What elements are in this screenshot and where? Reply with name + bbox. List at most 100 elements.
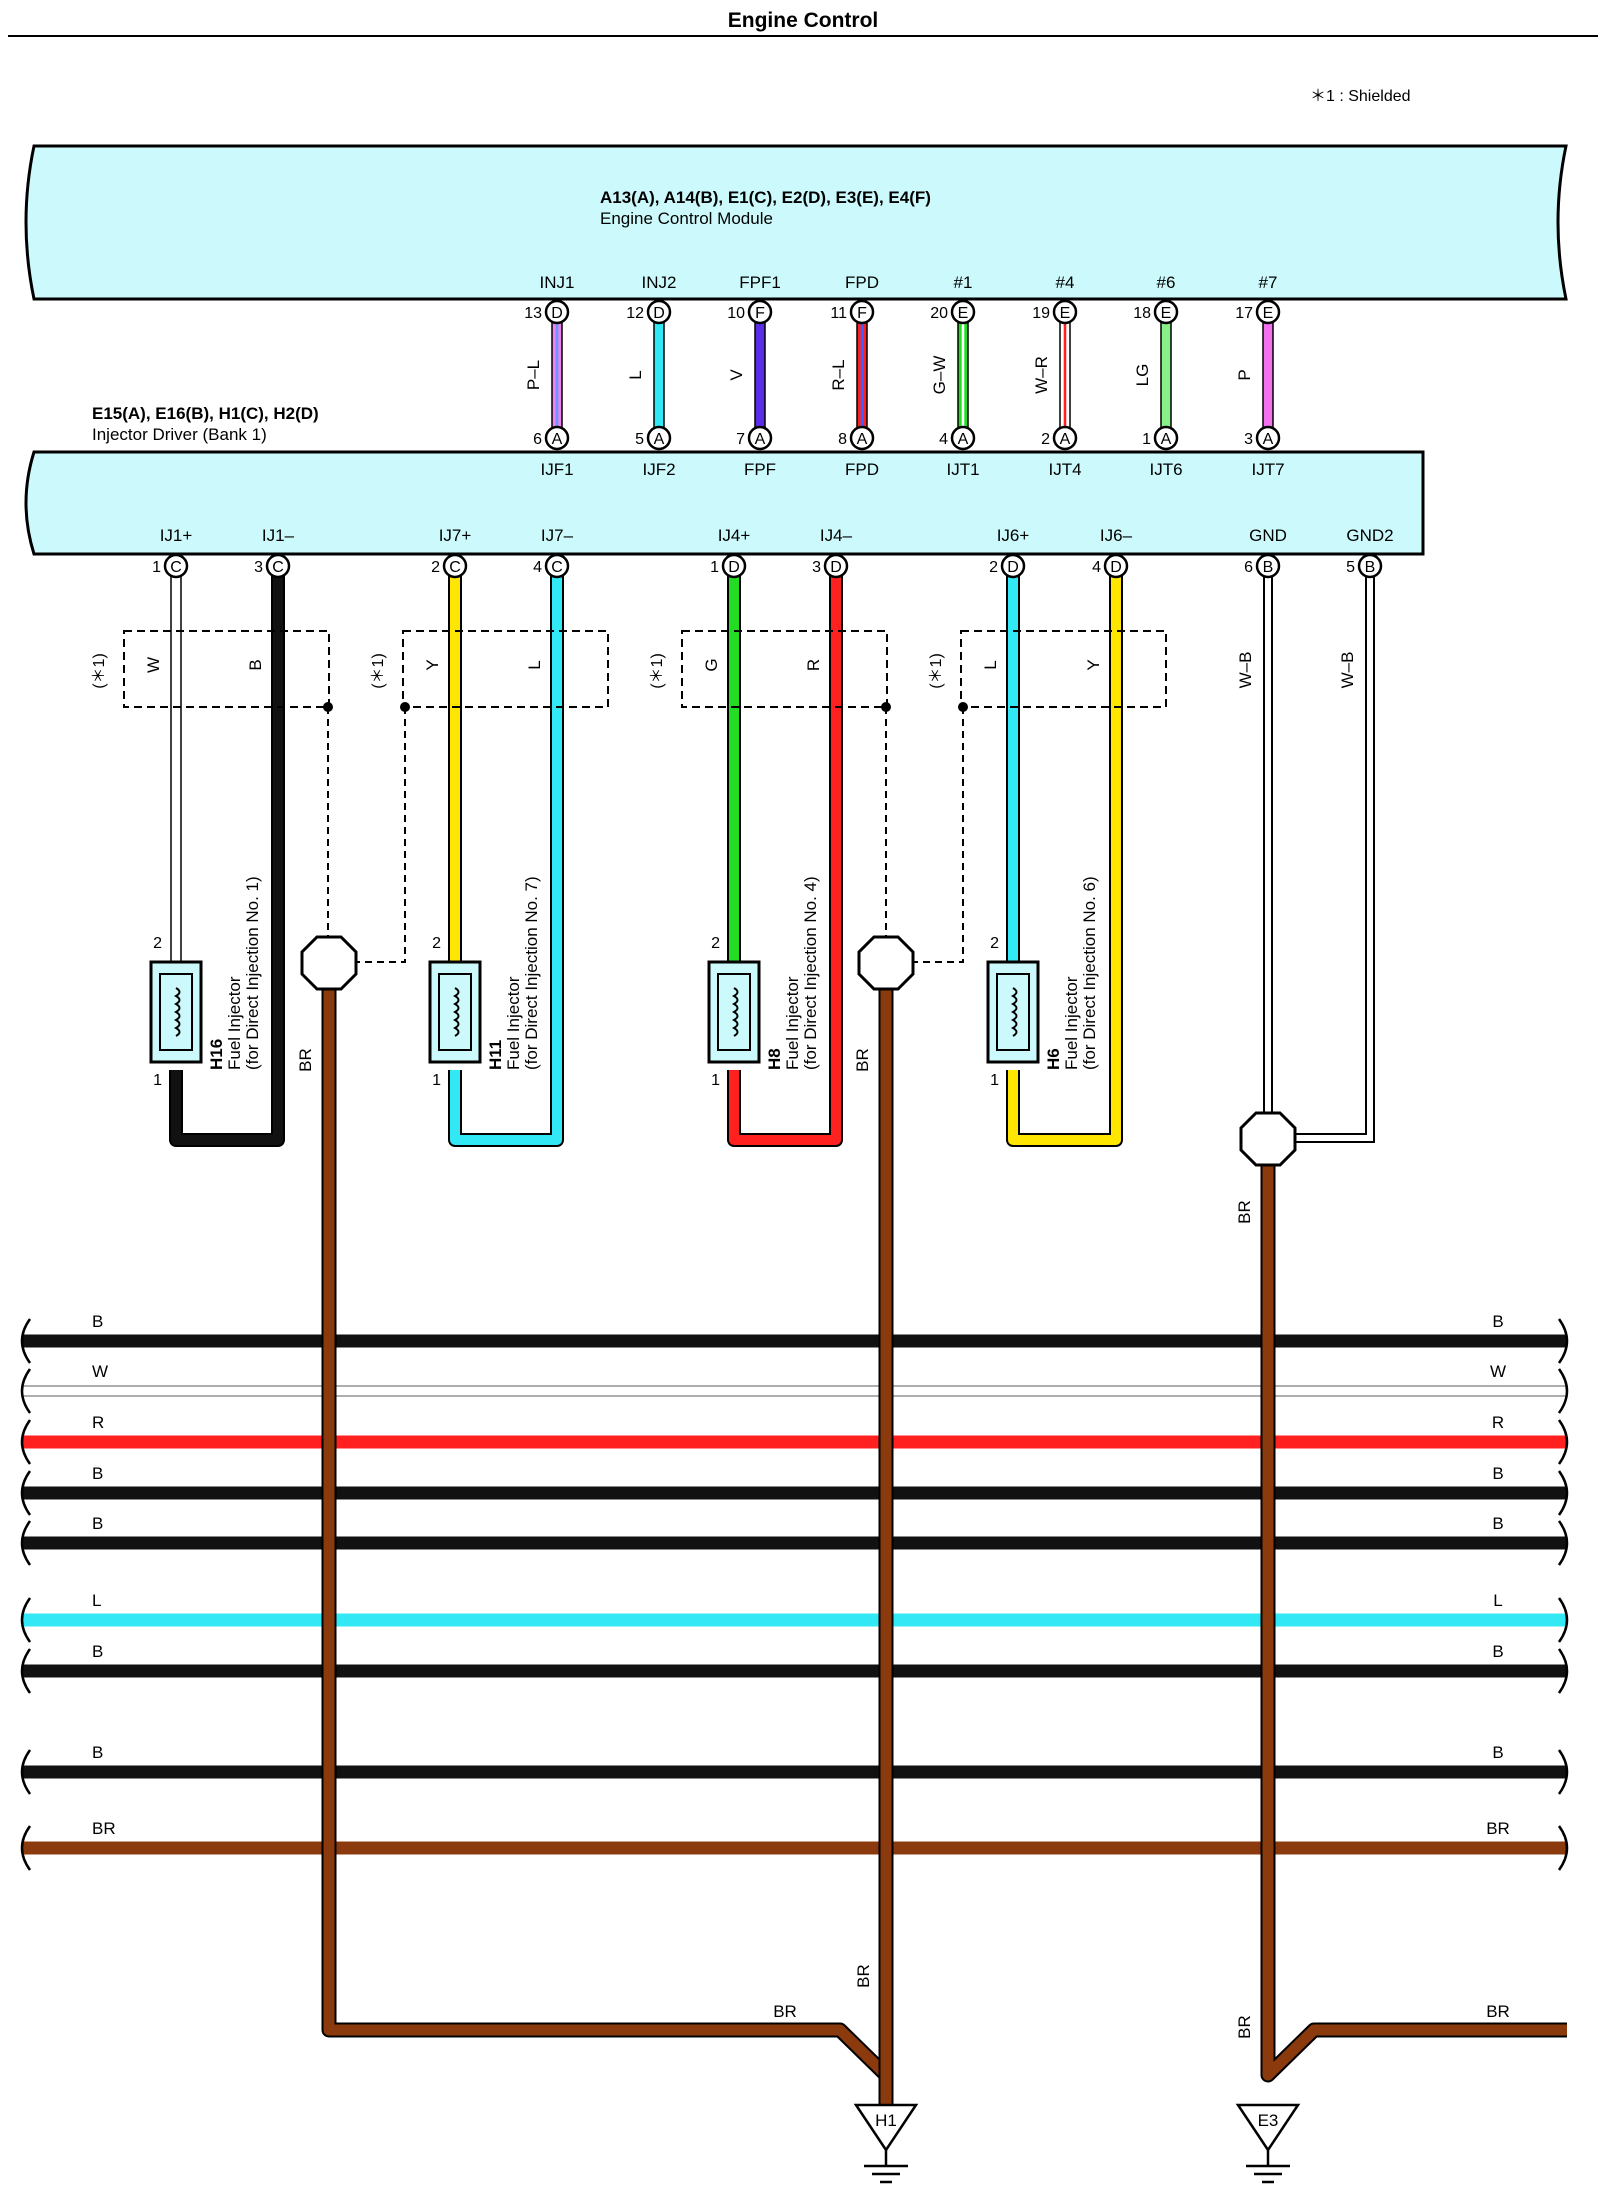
injector-minus-color-label: R bbox=[804, 659, 823, 671]
shield-drain-line bbox=[885, 707, 914, 963]
bus-label-right: B bbox=[1492, 1642, 1503, 1661]
driver-top-pin-number: 8 bbox=[838, 431, 847, 448]
driver-bottom-terminal-label: IJ7– bbox=[541, 526, 574, 545]
shield-mark: (＊1) bbox=[370, 653, 387, 689]
driver-terminal-label: IJT4 bbox=[1048, 460, 1081, 479]
ecm-top-pin-number: 11 bbox=[830, 305, 847, 322]
bus-label-left: W bbox=[92, 1362, 108, 1381]
driver-bottom-pin-connector: C bbox=[170, 559, 182, 576]
ecm-top-pin-number: 18 bbox=[1133, 305, 1151, 322]
driver-terminal-label: IJF2 bbox=[642, 460, 675, 479]
injector-plus-color-label: W bbox=[144, 657, 163, 673]
ecm-wire-4-stripe bbox=[961, 311, 965, 438]
injector-minus-color-label: Y bbox=[1084, 659, 1103, 670]
bus-break-right bbox=[1557, 1318, 1569, 1364]
splice-point bbox=[1239, 1111, 1297, 1167]
gnd-wire-color-label: W–B bbox=[1338, 652, 1357, 689]
driver-top-pin-number: 1 bbox=[1142, 431, 1151, 448]
driver-top-pin-connector: A bbox=[552, 431, 563, 448]
shield-drain-line bbox=[858, 707, 964, 963]
shield-junction-dot bbox=[958, 702, 968, 712]
injector-pin-bottom: 1 bbox=[711, 1072, 720, 1089]
ecm-wire-6 bbox=[1160, 310, 1172, 439]
bus-label-right: B bbox=[1492, 1514, 1503, 1533]
ecm-wire-1 bbox=[653, 310, 665, 439]
driver-top-pin-number: 7 bbox=[736, 431, 745, 448]
driver-terminal-label: FPD bbox=[845, 460, 879, 479]
driver-top-pin-connector: A bbox=[755, 431, 766, 448]
bus-break-right bbox=[1557, 1470, 1569, 1516]
driver-bottom-pin-connector: C bbox=[272, 559, 284, 576]
injector-subtitle: (for Direct Injection No. 7) bbox=[522, 876, 541, 1070]
ecm-top-pin-circle bbox=[1255, 299, 1281, 325]
shield-box bbox=[681, 630, 888, 708]
bus-break-left bbox=[20, 1368, 32, 1414]
driver-terminal-label: IJT7 bbox=[1251, 460, 1284, 479]
shield-mark: (＊1) bbox=[91, 653, 108, 689]
ecm-top-pin-connector: D bbox=[653, 305, 665, 322]
driver-bottom-pin-connector: D bbox=[1110, 559, 1122, 576]
gnd-wire-color-label: W–B bbox=[1236, 652, 1255, 689]
driver-top-pin-number: 3 bbox=[1244, 431, 1253, 448]
br-drain-wire bbox=[323, 962, 890, 2079]
bus-wire bbox=[21, 1385, 1568, 1397]
ecm-top-pin-connector: D bbox=[551, 305, 563, 322]
ecm-wire-color-label: R–L bbox=[829, 359, 848, 390]
bus-label-left: BR bbox=[92, 1819, 116, 1838]
ecm-wire-color-label: P–L bbox=[524, 360, 543, 390]
shield-drain-line bbox=[301, 707, 406, 963]
bus-break-right bbox=[1557, 1749, 1569, 1795]
ecm-wire-color-label: L bbox=[626, 370, 645, 379]
injector-plus-color-label: L bbox=[981, 660, 1000, 669]
injector-name: Fuel Injector bbox=[504, 976, 523, 1070]
coil-icon bbox=[452, 987, 460, 1037]
ecm-wire-color-label: LG bbox=[1133, 364, 1152, 387]
ecm-top-pin-circle bbox=[1052, 299, 1078, 325]
ecm-top-pin-number: 12 bbox=[626, 305, 644, 322]
ecm-connectors: A13(A), A14(B), E1(C), E2(D), E3(E), E4(… bbox=[600, 188, 931, 207]
injector-inner bbox=[159, 973, 193, 1051]
driver-top-pin-number: 6 bbox=[533, 431, 542, 448]
ecm-top-pin-number: 20 bbox=[930, 305, 948, 322]
injector-plus-color-label: G bbox=[702, 658, 721, 671]
driver-top-pin-circle bbox=[646, 425, 672, 451]
ground-label: E3 bbox=[1258, 2111, 1279, 2130]
br-wire-label: BR bbox=[853, 1048, 872, 1072]
injector-name: Fuel Injector bbox=[225, 976, 244, 1070]
driver-bottom-pin-number: 4 bbox=[1092, 559, 1101, 576]
gnd2-wire bbox=[1295, 566, 1373, 1141]
ecm-top-pin-connector: E bbox=[958, 305, 969, 322]
driver-top-pin-circle bbox=[849, 425, 875, 451]
bus-label-right: W bbox=[1490, 1362, 1506, 1381]
bus-label-right: B bbox=[1492, 1464, 1503, 1483]
bus-wire bbox=[22, 1613, 1567, 1627]
driver-bottom-pin-circle bbox=[1357, 553, 1383, 579]
bus-break-right bbox=[1557, 1520, 1569, 1566]
driver-bottom-terminal-label: IJ4+ bbox=[718, 526, 751, 545]
injector-minus-color-label: B bbox=[246, 659, 265, 670]
driver-top-pin-number: 4 bbox=[939, 431, 948, 448]
injector-pin-top: 2 bbox=[153, 935, 162, 952]
injector-code: H11 bbox=[486, 1040, 505, 1070]
bus-break-left bbox=[20, 1419, 32, 1465]
driver-bottom-pin-connector: D bbox=[830, 559, 842, 576]
ground-triangle bbox=[853, 2103, 919, 2153]
driver-bottom-pin-connector: C bbox=[449, 559, 461, 576]
injector-name: Fuel Injector bbox=[1062, 976, 1081, 1070]
driver-bottom-pin-number: 2 bbox=[989, 559, 998, 576]
shield-note: ＊1 : Shielded bbox=[1310, 88, 1411, 105]
bus-label-right: L bbox=[1493, 1591, 1502, 1610]
injector-inner bbox=[996, 973, 1030, 1051]
ecm-wire-3-stripe bbox=[860, 311, 864, 438]
driver-top-pin-circle bbox=[1255, 425, 1281, 451]
shield-box bbox=[402, 630, 609, 708]
ecm-top-pin-connector: E bbox=[1060, 305, 1071, 322]
driver-bottom-terminal-label: IJ7+ bbox=[439, 526, 472, 545]
driver-bottom-terminal-label: GND bbox=[1249, 526, 1287, 545]
injector-subtitle: (for Direct Injection No. 4) bbox=[801, 876, 820, 1070]
ecm-signal-label: INJ1 bbox=[540, 273, 575, 292]
injector-code: H16 bbox=[207, 1039, 226, 1070]
ecm-wire-color-label: V bbox=[727, 369, 746, 381]
driver-bottom-terminal-label: GND2 bbox=[1346, 526, 1393, 545]
